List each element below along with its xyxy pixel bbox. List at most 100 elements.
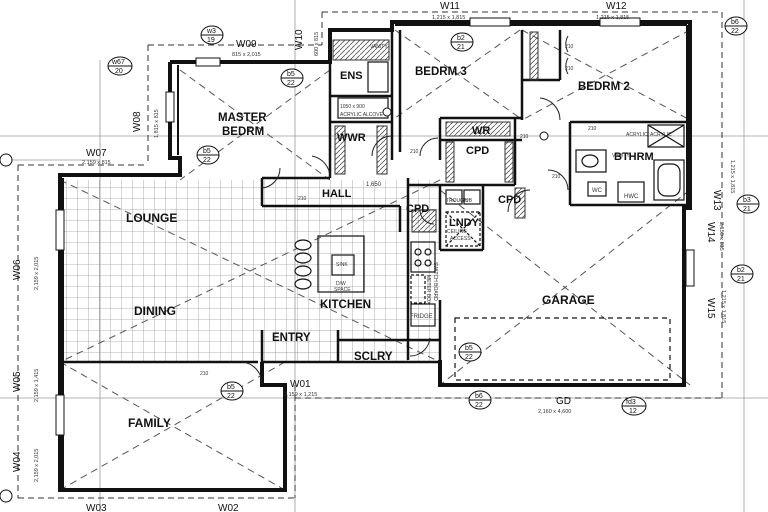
window-w07-label: W07 bbox=[86, 148, 107, 159]
window-w15-size: 1,215 x 1,815 bbox=[720, 290, 726, 323]
dim-210b: 210 bbox=[565, 66, 574, 72]
marker-b5d-top: b5 bbox=[227, 384, 235, 391]
room-label-ens: ENS bbox=[340, 70, 363, 82]
room-label-lounge: LOUNGE bbox=[126, 211, 177, 225]
fridge-label: FRIDGE bbox=[410, 314, 433, 320]
dw-space2-label: SPACE bbox=[334, 287, 351, 293]
marker-b6b-top: b6 bbox=[475, 393, 483, 400]
window-w12-size: 1,215 x 1,815 bbox=[596, 15, 629, 21]
marker-w3-top: w3 bbox=[206, 28, 216, 35]
hwc-label: HWC bbox=[624, 194, 639, 200]
window-w04-size: 2,159 x 2,015 bbox=[34, 449, 40, 482]
marker-b2a-top: b2 bbox=[457, 35, 465, 42]
room-label-bthrm: BTHRM bbox=[614, 151, 654, 163]
room-label-entry: ENTRY bbox=[272, 332, 311, 344]
dim-210e: 210 bbox=[552, 174, 561, 180]
window-w01-label: W01 bbox=[290, 379, 311, 390]
room-label-wr: WR bbox=[472, 125, 490, 137]
marker-b2b-bottom: 21 bbox=[737, 276, 745, 283]
robe-shelving bbox=[332, 31, 539, 233]
window-w13-label: W13 bbox=[711, 190, 722, 211]
garage-door-size: 2,160 x 4,600 bbox=[538, 409, 571, 415]
marker-b2a-bottom: 21 bbox=[457, 44, 465, 51]
marker-b5c-top: b5 bbox=[465, 345, 473, 352]
window-w05-label: W05 bbox=[12, 371, 23, 392]
ceiling-access2-label: ACCESS bbox=[450, 236, 471, 242]
marker-b3-top: b3 bbox=[743, 197, 751, 204]
room-label-family: FAMILY bbox=[128, 416, 171, 430]
room-label-sclry: SCLRY bbox=[354, 351, 393, 363]
marker-b5a-bottom: 22 bbox=[287, 80, 295, 87]
marker-fd3-bottom: 12 bbox=[629, 408, 637, 415]
window-w06-size: 2,159 x 2,015 bbox=[34, 257, 40, 290]
window-w11-size: 1,215 x 1,815 bbox=[432, 15, 465, 21]
room-diagonals bbox=[59, 29, 691, 491]
dashed-outlines bbox=[17, 11, 723, 499]
window-marks bbox=[55, 17, 695, 436]
garage-door-label: GD bbox=[556, 396, 571, 407]
dim-210a: 210 bbox=[565, 44, 574, 50]
marker-w3-bottom: 19 bbox=[207, 37, 215, 44]
marker-b5c-bottom: 22 bbox=[465, 354, 473, 361]
room-label-bedrm2: BEDRM 2 bbox=[578, 81, 630, 93]
room-label-kitchen: KITCHEN bbox=[320, 299, 371, 311]
interior-walls bbox=[60, 30, 690, 364]
window-w08-label: W08 bbox=[132, 111, 143, 132]
window-w15-label: W15 bbox=[705, 298, 716, 319]
window-w03-label: W03 bbox=[86, 503, 107, 512]
shower-screen-label: 1050 x 900 bbox=[340, 104, 365, 110]
room-label-cpd-lndy: CPD bbox=[498, 194, 521, 206]
window-w08-size: 1,815 x 815 bbox=[154, 109, 160, 138]
marker-b6a-top: b6 bbox=[731, 19, 739, 26]
marker-b5a-top: b5 bbox=[287, 71, 295, 78]
fixtures bbox=[317, 61, 685, 381]
marker-b5b-top: b5 bbox=[203, 148, 211, 155]
marker-w67-top: w67 bbox=[111, 59, 125, 66]
range-hood-label: 1,650 bbox=[366, 182, 382, 188]
window-w14-size: 2,159 x 815 bbox=[718, 222, 724, 251]
window-callouts: W09 815 x 2,015 W11 1,215 x 1,815 W12 1,… bbox=[12, 1, 735, 512]
window-w09-size: 815 x 2,015 bbox=[232, 52, 261, 58]
window-w09-label: W09 bbox=[236, 39, 257, 50]
room-label-bedrm3: BEDRM 3 bbox=[415, 66, 467, 78]
window-w10-size: 600 x 815 bbox=[314, 32, 320, 56]
wc-label: WC bbox=[592, 188, 603, 194]
vanity2-label: VANITY bbox=[612, 153, 630, 159]
window-w06-label: W06 bbox=[12, 259, 23, 280]
dw-space-label: D/W bbox=[336, 281, 346, 287]
dim-210c: 210 bbox=[588, 126, 597, 132]
marker-w67-bottom: 20 bbox=[115, 68, 123, 75]
room-label-master: MASTER bbox=[218, 112, 267, 124]
room-label-hall: HALL bbox=[322, 188, 352, 200]
acrylic2-label: ACRYLIC bbox=[650, 132, 672, 138]
tag-markers bbox=[0, 16, 760, 503]
marker-s1 bbox=[382, 107, 392, 117]
tiled-entry-floor bbox=[258, 330, 338, 362]
acrylic-label: ACRYLIC bbox=[626, 132, 648, 138]
trough-label: TROUGH bbox=[446, 198, 468, 204]
marker-b3-bottom: 21 bbox=[743, 206, 751, 213]
switch-board-label: SWITCH BOARD bbox=[432, 262, 438, 301]
marker-s2 bbox=[539, 131, 549, 141]
ceiling-access-label: CEILING bbox=[447, 229, 467, 235]
marker-b6b-bottom: 22 bbox=[475, 402, 483, 409]
window-w04-label: W04 bbox=[12, 451, 23, 472]
vanity-label: VANITY bbox=[370, 44, 388, 50]
marker-left-edge bbox=[0, 153, 13, 167]
marker-b5b-bottom: 22 bbox=[203, 157, 211, 164]
room-label-dining: DINING bbox=[134, 304, 176, 318]
window-w02-label: W02 bbox=[218, 503, 239, 512]
marker-bottom-left bbox=[0, 489, 13, 503]
room-label-wwr: WWR bbox=[337, 132, 366, 144]
window-w07-size: 2,159 x 815 bbox=[82, 160, 111, 166]
window-w11-label: W11 bbox=[440, 1, 460, 12]
marker-b2b-top: b2 bbox=[737, 267, 745, 274]
dim-210g: 210 bbox=[200, 371, 209, 377]
room-label-garage: GARAGE bbox=[542, 293, 595, 307]
tag-marker-text: w3 19 w67 20 b5 22 b2 21 b6 22 b5 22 b3 … bbox=[111, 19, 751, 415]
room-label-lndy: LNDY bbox=[449, 217, 480, 229]
window-w10-label: W10 bbox=[294, 29, 305, 50]
window-w13-size: 1,215 x 1,815 bbox=[729, 160, 735, 193]
